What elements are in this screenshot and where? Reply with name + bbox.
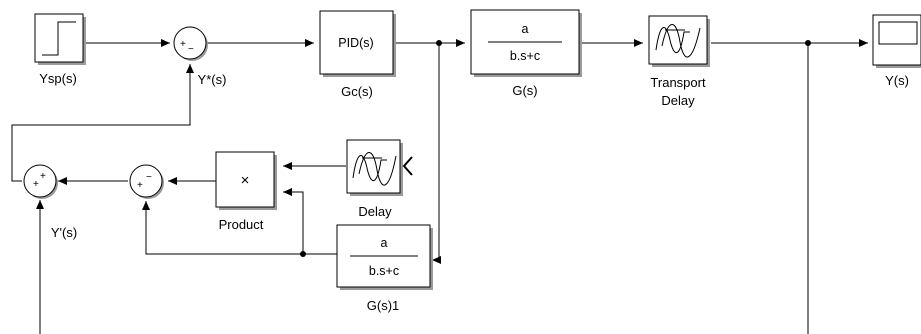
g1-label: G(s)1 — [367, 298, 400, 313]
gc-pid-block[interactable]: PID(s) Gc(s) — [319, 10, 396, 99]
sum-block-mid[interactable]: + − — [129, 164, 164, 199]
transport-delay-block[interactable]: Transport Delay — [648, 15, 710, 108]
sum-top-label: Y*(s) — [198, 72, 227, 87]
transport-delay-label-1: Transport — [650, 75, 706, 90]
g1-denominator: b.s+c — [369, 264, 399, 278]
sum-mid-sign-minus: − — [146, 172, 152, 183]
arrowheads — [36, 39, 868, 264]
sum-top-sign-plus: + — [180, 39, 186, 50]
delay-label: Delay — [358, 204, 392, 219]
g-label: G(s) — [512, 83, 537, 98]
g1-transfer-fcn-block[interactable]: a b.s+c G(s)1 — [336, 224, 433, 313]
pid-content: PID(s) — [338, 36, 373, 50]
sum-top-sign-minus: − — [188, 44, 194, 55]
product-symbol: × — [241, 172, 250, 189]
ysp-step-block[interactable]: Ysp(s) — [34, 13, 86, 86]
delay-input-chevron-icon — [402, 156, 413, 176]
signal-lines — [11, 42, 868, 334]
g-numerator: a — [522, 22, 529, 36]
step-icon — [42, 21, 76, 56]
transport-delay-label-2: Delay — [661, 93, 695, 108]
g1-numerator: a — [381, 236, 388, 250]
delay-wave-icon — [655, 24, 701, 58]
g-denominator: b.s+c — [510, 49, 540, 63]
scope-block[interactable]: Y(s) — [872, 14, 921, 88]
sum-mid-sign-plus: + — [137, 180, 143, 191]
sum-left-sign-plus-1: + — [33, 179, 39, 190]
ysp-label: Ysp(s) — [39, 71, 77, 86]
delay-wave-icon-2 — [352, 152, 397, 186]
branch-points — [300, 40, 811, 257]
delay-block[interactable]: Delay — [346, 139, 413, 219]
sum-block-left[interactable]: + + Y'(s) — [23, 164, 77, 240]
scope-screen-icon — [878, 21, 918, 45]
product-label: Product — [219, 217, 264, 232]
g-transfer-fcn-block[interactable]: a b.s+c G(s) — [470, 9, 582, 98]
gc-label: Gc(s) — [341, 84, 373, 99]
sum-left-label: Y'(s) — [51, 225, 77, 240]
sum-left-sign-plus-2: + — [40, 171, 46, 182]
scope-label: Y(s) — [885, 73, 909, 88]
product-block[interactable]: × Product — [215, 151, 277, 232]
sum-block-top[interactable]: + − Y*(s) — [173, 26, 227, 87]
